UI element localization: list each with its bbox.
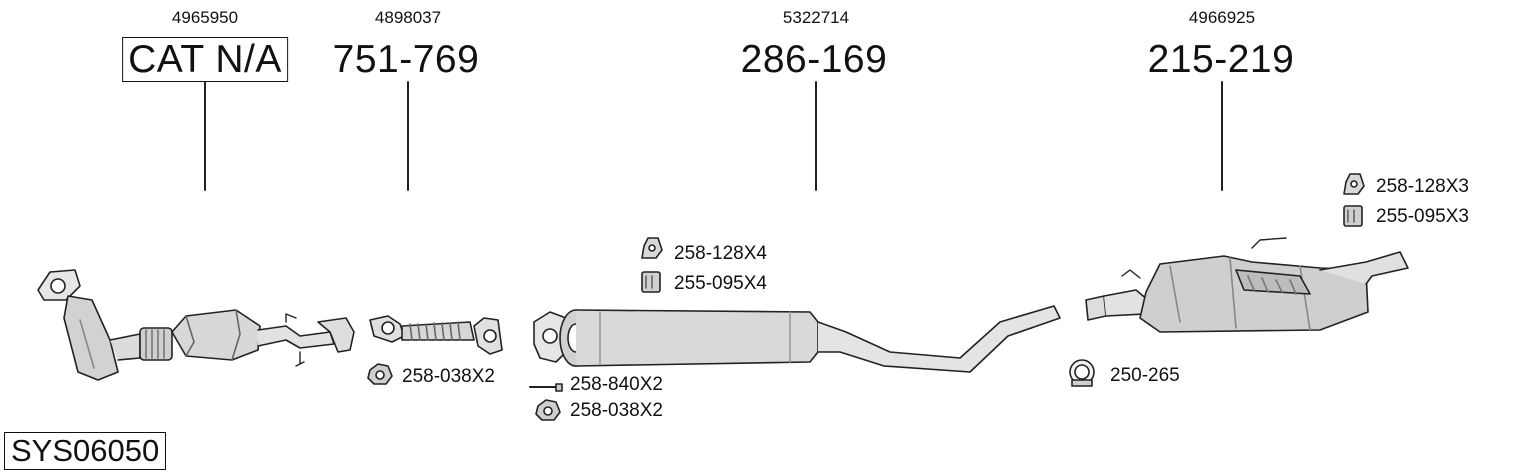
oem-number-front-pipe: 4898037 [374,8,442,27]
accessory-label-hanger-rear: 258-128X3 [1376,176,1469,197]
front-pipe-drawing [369,315,503,355]
nut-icon [367,363,393,385]
nut-icon [535,399,561,421]
hanger-icon [641,237,663,259]
catalytic-converter-drawing [37,269,355,381]
part-number-cat: CAT N/A [122,37,288,82]
bolt-icon [529,383,563,392]
accessory-label-nut-front: 258-038X2 [402,366,495,387]
accessory-label-bolt-center: 258-840X2 [570,374,663,395]
accessory-label-clamp-rear: 250-265 [1110,365,1180,386]
accessory-label-nut-center: 258-038X2 [570,400,663,421]
accessory-label-mount-rear: 255-095X3 [1376,206,1469,227]
accessory-label-hanger-center: 258-128X4 [674,243,767,264]
hanger-icon [1343,173,1365,195]
rubber-mount-icon [1343,205,1363,227]
rubber-mount-icon [641,271,661,293]
oem-number-cat: 4965950 [171,8,239,27]
oem-number-center-pipe: 5322714 [782,8,850,27]
part-number-front-pipe: 751-769 [332,38,480,81]
part-number-rear-silencer: 215-219 [1147,38,1295,81]
center-pipe-drawing [533,305,1061,373]
system-code-label: SYS06050 [4,432,167,470]
part-number-center-pipe: 286-169 [740,38,888,81]
part-number-cat-text: CAT N/A [122,37,288,82]
clamp-icon [1069,359,1095,387]
accessory-label-mount-center: 255-095X4 [674,273,767,294]
oem-number-rear-silencer: 4966925 [1188,8,1256,27]
rear-silencer-drawing [1085,237,1409,333]
